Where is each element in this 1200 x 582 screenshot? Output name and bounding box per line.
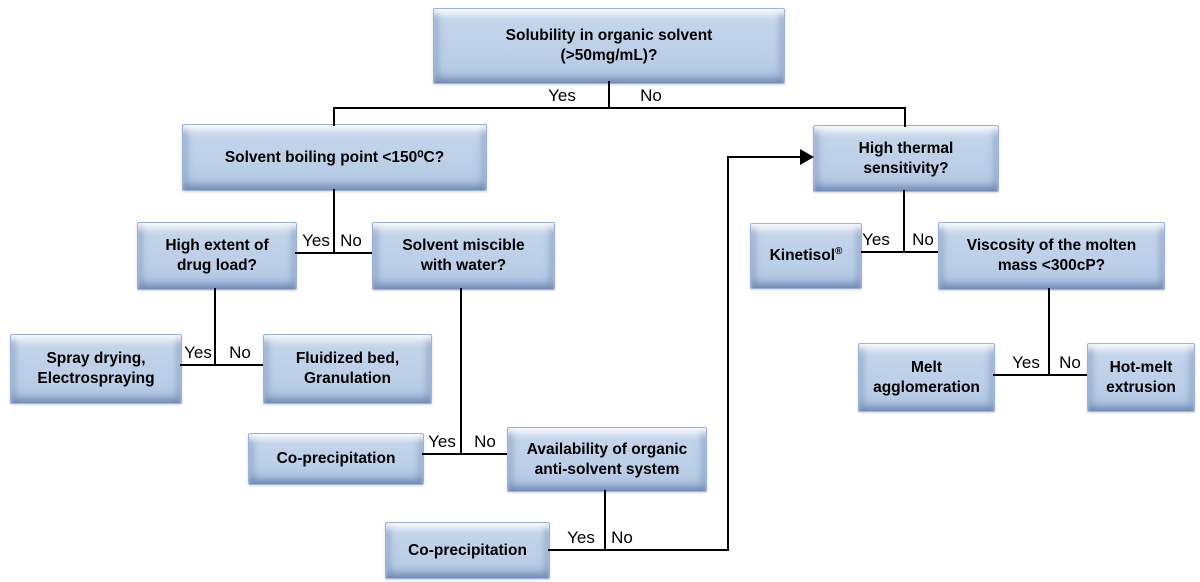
node-melt-agglomeration: Melt agglomeration — [858, 343, 995, 412]
connector-miscible-down — [460, 288, 462, 455]
connector-viscosity-down — [1048, 288, 1050, 376]
node-solubility-label: Solubility in organic solvent (>50mg/mL)… — [505, 27, 713, 64]
node-hot-melt-extrusion-label: Hot-melt extrusion — [1106, 358, 1176, 396]
connector-solubility-down — [608, 81, 610, 109]
connector-drugload-miscible-horizontal — [295, 252, 372, 254]
node-fluidized-bed: Fluidized bed, Granulation — [263, 334, 432, 404]
node-drug-load-question: High extent of drug load? — [137, 222, 297, 290]
no-label-solubility: No — [640, 86, 662, 105]
yes-label-viscosity: Yes — [1012, 353, 1040, 372]
no-label-miscible: No — [474, 432, 496, 451]
connector-yes-to-boiling-point — [333, 107, 335, 126]
connector-drugload-down — [214, 288, 216, 366]
node-thermal-sensitivity-label: High thermal sensitivity? — [858, 139, 954, 177]
node-boiling-point-label: Solvent boiling point <150⁰C? — [224, 148, 445, 166]
yes-label-thermal: Yes — [862, 230, 890, 249]
connector-antisolvent-down — [604, 490, 606, 551]
connector-no-to-thermal — [904, 107, 906, 127]
connector-boiling-down — [333, 189, 335, 254]
no-label-drugload: No — [229, 343, 251, 362]
connector-coprecip-antisolvent-horizontal — [422, 453, 507, 455]
node-anti-solvent-label: Availability of organic anti-solvent sys… — [526, 440, 688, 478]
connector-arrow-shaft — [727, 156, 802, 158]
node-thermal-sensitivity-question: High thermal sensitivity? — [813, 125, 999, 192]
connector-top-branch-horizontal — [334, 107, 906, 109]
node-co-precipitation-upper-label: Co-precipitation — [276, 450, 396, 468]
node-fluidized-bed-label: Fluidized bed, Granulation — [295, 350, 400, 387]
connector-spray-fluidized-horizontal — [180, 364, 263, 366]
connector-bottom-horizontal — [548, 549, 729, 551]
yes-label-antisolvent: Yes — [567, 528, 595, 547]
yes-label-drugload: Yes — [184, 343, 212, 362]
node-viscosity-question: Viscosity of the molten mass <300cP? — [938, 222, 1165, 290]
no-label-boiling: No — [340, 231, 362, 250]
node-spray-drying: Spray drying, Electrospraying — [10, 334, 182, 404]
node-viscosity-label: Viscosity of the molten mass <300cP? — [966, 237, 1137, 274]
node-kinetisol: Kinetisol® — [750, 223, 862, 289]
node-anti-solvent-question: Availability of organic anti-solvent sys… — [507, 427, 707, 492]
registered-trademark-symbol: ® — [835, 245, 843, 257]
connector-no-return-vertical — [727, 156, 729, 551]
node-hot-melt-extrusion: Hot-melt extrusion — [1087, 343, 1195, 412]
node-drug-load-label: High extent of drug load? — [165, 237, 269, 274]
node-solubility-question: Solubility in organic solvent (>50mg/mL)… — [433, 8, 785, 84]
yes-label-boiling: Yes — [302, 231, 330, 250]
node-boiling-point-question: Solvent boiling point <150⁰C? — [182, 124, 487, 191]
arrow-head-to-thermal — [800, 149, 814, 165]
node-solvent-miscible-question: Solvent miscible with water? — [372, 222, 555, 290]
no-label-antisolvent: No — [611, 528, 633, 547]
node-co-precipitation-upper: Co-precipitation — [248, 433, 424, 485]
no-label-thermal: No — [912, 230, 934, 249]
connector-thermal-down — [903, 190, 905, 253]
node-solvent-miscible-label: Solvent miscible with water? — [402, 237, 525, 274]
node-kinetisol-label: Kinetisol® — [769, 245, 843, 265]
yes-label-solubility: Yes — [548, 86, 576, 105]
node-co-precipitation-lower-label: Co-precipitation — [408, 541, 527, 559]
connector-kinetisol-viscosity-horizontal — [861, 251, 938, 253]
connector-melt-hotmelt-horizontal — [993, 374, 1087, 376]
node-melt-agglomeration-label: Melt agglomeration — [873, 358, 980, 396]
node-spray-drying-label: Spray drying, Electrospraying — [37, 350, 155, 387]
no-label-viscosity: No — [1059, 353, 1081, 372]
node-co-precipitation-lower: Co-precipitation — [385, 522, 550, 579]
yes-label-miscible: Yes — [428, 432, 456, 451]
